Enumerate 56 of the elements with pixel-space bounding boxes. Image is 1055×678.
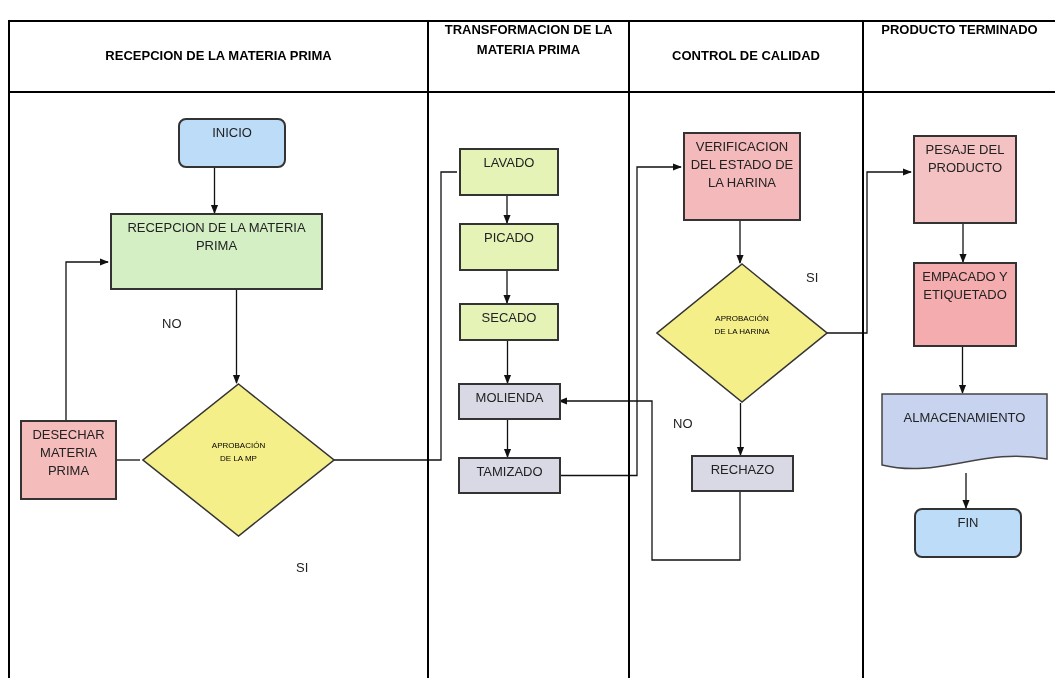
terminal-box bbox=[914, 508, 1022, 558]
terminal-box bbox=[178, 118, 286, 168]
node-label: RECEPCION DE LA MATERIA PRIMA bbox=[105, 46, 332, 65]
node-label: LAVADO bbox=[483, 154, 535, 172]
node-label: EMPACADO Y ETIQUETADO bbox=[921, 268, 1009, 304]
connector-arrow bbox=[962, 472, 970, 509]
node-label: PICADO bbox=[484, 229, 534, 247]
node-label: TRANSFORMACION DE LA MATERIA PRIMA bbox=[443, 21, 614, 59]
node-label: PRODUCTO TERMINADO bbox=[881, 21, 1038, 39]
process-box bbox=[913, 262, 1017, 347]
connector-arrow bbox=[232, 289, 241, 384]
branch-label: NO bbox=[162, 315, 182, 333]
process-box bbox=[913, 135, 1017, 224]
swimlane bbox=[427, 20, 628, 678]
process-box bbox=[683, 132, 801, 221]
node-label: VERIFICACION DEL ESTADO DE LA HARINA bbox=[689, 138, 795, 192]
node-label: PESAJE DEL PRODUCTO bbox=[924, 141, 1006, 177]
decision-diamond bbox=[656, 263, 828, 403]
process-box bbox=[458, 383, 561, 420]
decision-diamond bbox=[142, 383, 335, 537]
node-label: SECADO bbox=[481, 309, 537, 327]
connector-arrow bbox=[959, 223, 967, 263]
process-box bbox=[459, 303, 559, 341]
connector-arrow bbox=[958, 346, 967, 394]
node-label: RECHAZO bbox=[710, 461, 775, 479]
node-label: TAMIZADO bbox=[476, 463, 543, 481]
connector-arrow bbox=[503, 419, 512, 458]
process-box bbox=[458, 457, 561, 494]
node-label: DESECHAR MATERIA PRIMA bbox=[31, 426, 106, 480]
process-box bbox=[459, 148, 559, 196]
process-box bbox=[20, 420, 117, 500]
connector-arrow bbox=[503, 340, 512, 384]
swimlane bbox=[628, 20, 862, 678]
process-box bbox=[110, 213, 323, 290]
connector-arrow bbox=[210, 167, 219, 214]
connector-arrow bbox=[825, 168, 912, 334]
branch-label: SI bbox=[296, 559, 309, 577]
swimlane bbox=[862, 20, 1055, 678]
node-label: FIN bbox=[957, 514, 979, 532]
branch-label: NO bbox=[673, 415, 693, 433]
connector-arrow bbox=[503, 270, 511, 304]
node-label: APROBACIÓN DE LA HARINA bbox=[714, 314, 770, 336]
process-box bbox=[459, 223, 559, 271]
connector-arrow bbox=[65, 258, 109, 421]
node-label: RECEPCION DE LA MATERIA PRIMA bbox=[126, 219, 307, 255]
node-label: ALMACENAMIENTO bbox=[903, 410, 1026, 425]
node-label: INICIO bbox=[212, 124, 252, 142]
node-label: MOLIENDA bbox=[475, 389, 544, 407]
process-box bbox=[691, 455, 794, 492]
connector-arrow bbox=[736, 402, 745, 456]
swimlane bbox=[8, 20, 427, 678]
node-label: APROBACIÓN DE LA MP bbox=[211, 441, 266, 463]
connector-arrow bbox=[503, 195, 511, 224]
node-label: CONTROL DE CALIDAD bbox=[672, 46, 820, 65]
branch-label: SI bbox=[806, 269, 819, 287]
connector-arrow bbox=[736, 220, 744, 264]
